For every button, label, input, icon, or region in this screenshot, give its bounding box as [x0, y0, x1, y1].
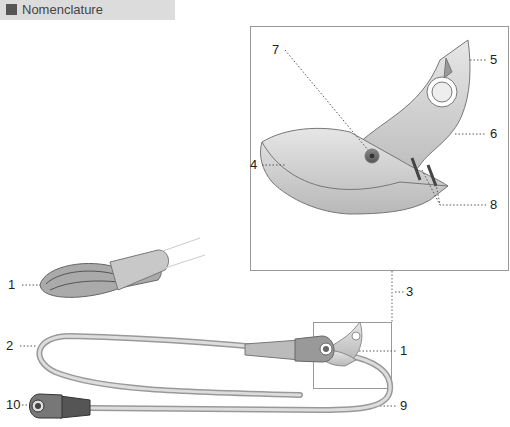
callout-number: 7 — [272, 43, 279, 57]
terminal-inner — [245, 336, 334, 362]
inset-frame — [251, 27, 509, 271]
callout-number: 2 — [6, 339, 13, 353]
callout-number: 10 — [6, 398, 20, 412]
callout-number: 4 — [250, 158, 257, 172]
callout-number: 3 — [406, 285, 413, 299]
inset-link — [392, 271, 393, 322]
device-large — [260, 40, 470, 214]
title-band — [0, 0, 175, 20]
callout-number: 6 — [490, 127, 497, 141]
callout-number: 1 — [400, 344, 407, 358]
callout-number: 9 — [400, 399, 407, 413]
rope-end — [40, 238, 205, 297]
callout-number: 1 — [8, 278, 15, 292]
leader-lines — [20, 50, 486, 406]
callout-number: 8 — [490, 198, 497, 212]
terminal-end — [30, 394, 91, 418]
title-mark — [6, 4, 17, 15]
title: Nomenclature — [22, 2, 103, 18]
callout-number: 5 — [490, 53, 497, 67]
